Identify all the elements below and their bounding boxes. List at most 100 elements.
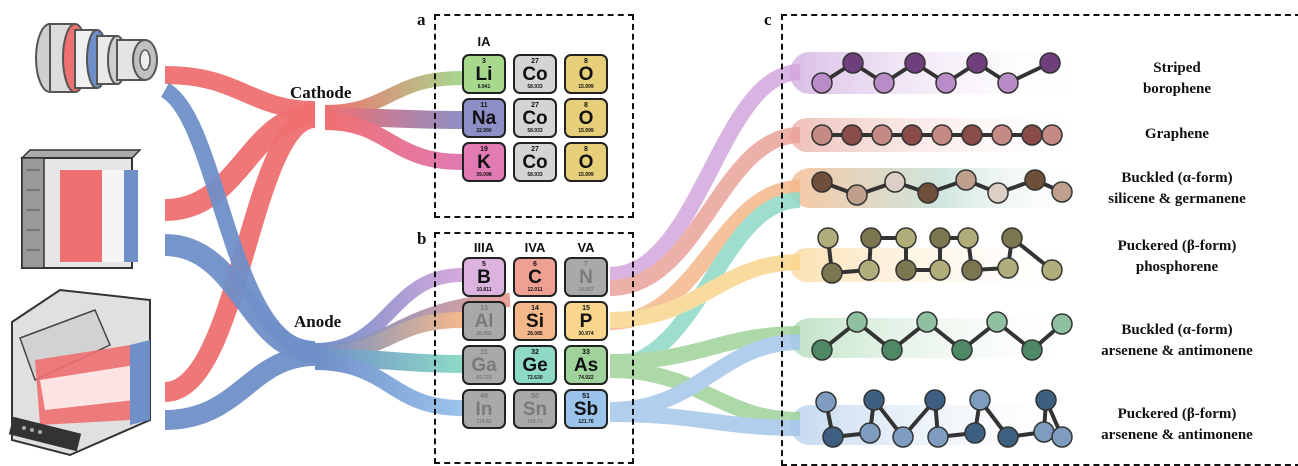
atom <box>1051 426 1073 448</box>
atomic-mass: 28.085 <box>527 331 543 337</box>
element-symbol: Co <box>522 152 548 173</box>
atomic-mass: 114.82 <box>476 419 492 425</box>
atomic-number: 11 <box>480 102 488 109</box>
element-symbol: B <box>477 267 491 288</box>
atom <box>841 124 863 146</box>
atom <box>987 182 1009 204</box>
structure-line1: Buckled (α-form) <box>1121 322 1233 338</box>
structure-label-phosphorene: Puckered (β-form) phosphorene <box>1062 236 1292 278</box>
atomic-number: 15 <box>582 305 590 312</box>
atom <box>1035 389 1057 411</box>
atomic-mass: 69.723 <box>476 375 492 381</box>
atomic-number: 7 <box>584 261 588 268</box>
atomic-mass: 26.982 <box>476 331 492 337</box>
atom <box>859 422 881 444</box>
atom <box>1051 181 1073 203</box>
panel-b-letter: b <box>417 229 427 248</box>
atom <box>1024 169 1046 191</box>
atom <box>986 311 1008 333</box>
atom <box>969 389 991 411</box>
atom <box>929 259 951 281</box>
atomic-mass: 118.71 <box>527 419 543 425</box>
group-header-iiia: IIIA <box>473 240 495 255</box>
atom <box>924 389 946 411</box>
structure-line1: Striped <box>1153 60 1201 76</box>
atom <box>871 124 893 146</box>
atom <box>895 227 917 249</box>
atomic-number: 8 <box>584 146 588 153</box>
atom <box>927 426 949 448</box>
atomic-mass: 39.098 <box>476 172 492 178</box>
atomic-mass: 58.933 <box>527 172 543 178</box>
structure-label-borophene: Striped borophene <box>1062 58 1292 100</box>
atom <box>961 124 983 146</box>
atom <box>991 124 1013 146</box>
atomic-mass: 58.933 <box>527 84 543 90</box>
atom <box>873 72 895 94</box>
atomic-number: 8 <box>584 102 588 109</box>
atom <box>997 257 1019 279</box>
atom <box>957 227 979 249</box>
atom <box>951 339 973 361</box>
element-symbol: Si <box>526 311 544 332</box>
element-symbol: As <box>573 355 599 376</box>
element-symbol: C <box>528 267 542 288</box>
atomic-number: 32 <box>531 349 539 356</box>
structure-line1: Buckled (α-form) <box>1121 170 1233 186</box>
group-header-iva: IVA <box>524 240 546 255</box>
atomic-number: 27 <box>531 146 539 153</box>
atom <box>901 124 923 146</box>
element-symbol: Na <box>471 108 497 129</box>
silicene-chain <box>811 169 1073 206</box>
atomic-mass: 22.990 <box>476 128 492 134</box>
element-symbol: Sn <box>522 399 548 420</box>
cathode-flows <box>324 71 463 170</box>
atomic-mass: 10.811 <box>476 287 492 293</box>
structure-line1: Puckered (β-form) <box>1117 406 1237 422</box>
atomic-number: 27 <box>531 102 539 109</box>
atom <box>955 169 977 191</box>
atomic-number: 8 <box>584 58 588 65</box>
atom <box>811 171 833 193</box>
element-symbol: O <box>578 152 594 173</box>
atomic-number: 13 <box>480 305 488 312</box>
element-to-structure-flows <box>609 64 801 436</box>
atomic-mass: 121.76 <box>578 419 594 425</box>
element-symbol: Ge <box>522 355 548 376</box>
structure-line2: phosphorene <box>1135 259 1219 275</box>
structure-line2: arsenene & antimonene <box>1101 427 1253 443</box>
battery-flows <box>160 66 317 430</box>
atom <box>904 52 926 74</box>
structure-line2: silicene & germanene <box>1108 191 1246 207</box>
atomic-mass: 15.999 <box>578 84 594 90</box>
atom <box>929 227 951 249</box>
atom <box>821 262 843 284</box>
element-symbol: P <box>579 311 593 332</box>
atom <box>966 52 988 74</box>
group-header-ia: IA <box>477 34 491 49</box>
atomic-number: 27 <box>531 58 539 65</box>
molecule-layer <box>811 52 1073 448</box>
element-symbol: Ga <box>471 355 497 376</box>
pouch-cell-battery-icon <box>8 288 151 457</box>
atom <box>916 311 938 333</box>
atomic-mass: 72.630 <box>527 375 543 381</box>
atomic-number: 51 <box>582 393 590 400</box>
element-symbol: Co <box>522 64 548 85</box>
